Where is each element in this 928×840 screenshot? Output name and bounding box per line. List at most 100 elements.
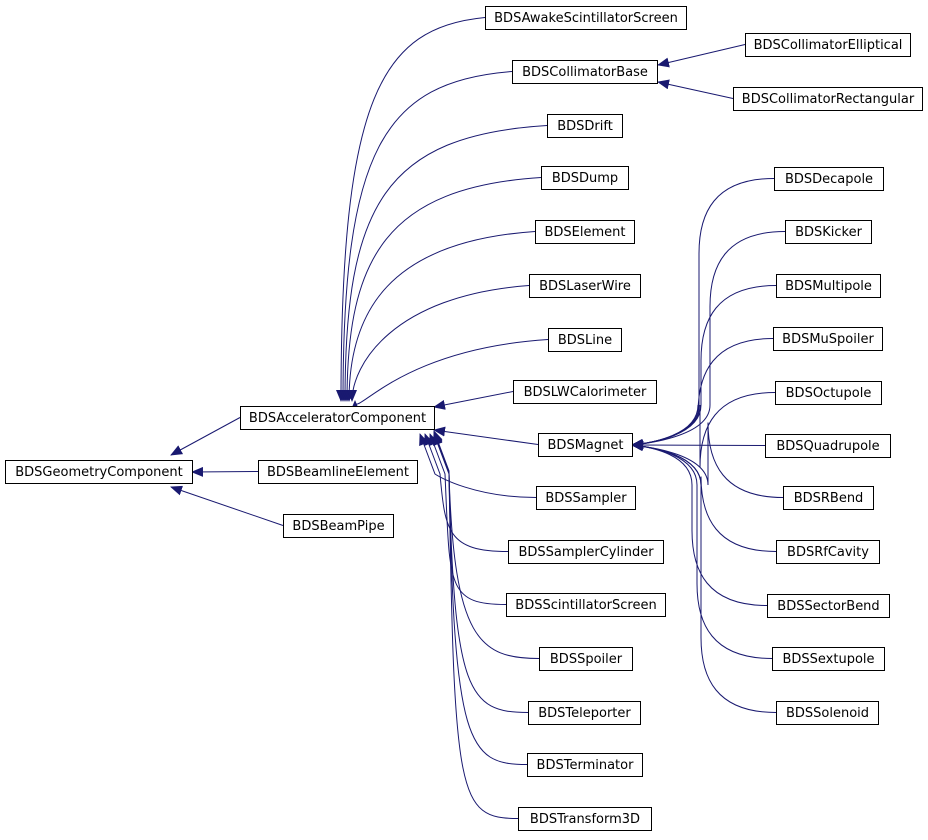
node-solenoid[interactable]: BDSSolenoid bbox=[776, 701, 879, 725]
edge-magnet-to-accelerator bbox=[433, 426, 539, 445]
node-label-sampler: BDSSampler bbox=[545, 491, 627, 506]
node-label-geometry: BDSGeometryComponent bbox=[15, 465, 182, 480]
node-element[interactable]: BDSElement bbox=[535, 220, 635, 244]
node-box-quadrupole bbox=[765, 434, 891, 458]
node-box-terminator bbox=[527, 753, 643, 777]
node-box-collimatorBase bbox=[512, 60, 658, 84]
node-box-collEll bbox=[745, 33, 911, 57]
node-samplerCyl[interactable]: BDSSamplerCylinder bbox=[508, 540, 664, 564]
edge-sampler-to-accelerator bbox=[419, 433, 537, 498]
node-spoiler[interactable]: BDSSpoiler bbox=[539, 647, 633, 671]
node-label-sectorbend: BDSSectorBend bbox=[777, 599, 879, 614]
node-label-accelerator: BDSAcceleratorComponent bbox=[249, 411, 426, 426]
node-sampler[interactable]: BDSSampler bbox=[536, 486, 636, 510]
node-label-spoiler: BDSSpoiler bbox=[550, 652, 623, 667]
node-box-samplerCyl bbox=[508, 540, 664, 564]
node-box-rfcavity bbox=[776, 540, 880, 564]
node-laserWire[interactable]: BDSLaserWire bbox=[529, 274, 641, 298]
node-label-multipole: BDSMultipole bbox=[785, 279, 872, 294]
node-box-spoiler bbox=[539, 647, 633, 671]
node-label-samplerCyl: BDSSamplerCylinder bbox=[518, 545, 654, 560]
node-terminator[interactable]: BDSTerminator bbox=[527, 753, 643, 777]
node-sextupole[interactable]: BDSSextupole bbox=[772, 647, 885, 671]
node-collimatorBase[interactable]: BDSCollimatorBase bbox=[512, 60, 658, 84]
edge-transform-to-accelerator bbox=[433, 430, 519, 819]
node-lwcal[interactable]: BDSLWCalorimeter bbox=[513, 380, 657, 404]
node-label-collimatorBase: BDSCollimatorBase bbox=[522, 65, 648, 80]
node-octupole[interactable]: BDSOctupole bbox=[775, 381, 882, 405]
node-label-laserWire: BDSLaserWire bbox=[539, 279, 631, 294]
node-multipole[interactable]: BDSMultipole bbox=[776, 274, 881, 298]
node-magnet[interactable]: BDSMagnet bbox=[538, 433, 633, 457]
edge-lwcal-to-accelerator bbox=[433, 391, 514, 410]
node-label-rbend: BDSRBend bbox=[794, 491, 864, 506]
node-dump[interactable]: BDSDump bbox=[541, 166, 629, 190]
node-accelerator[interactable]: BDSAcceleratorComponent bbox=[240, 406, 435, 430]
edge-decapole-to-magnet bbox=[631, 178, 775, 449]
node-box-awake bbox=[485, 6, 687, 30]
node-beamPipe[interactable]: BDSBeamPipe bbox=[283, 514, 394, 538]
node-label-drift: BDSDrift bbox=[557, 119, 613, 134]
node-box-muspoiler bbox=[773, 327, 883, 351]
node-box-multipole bbox=[776, 274, 881, 298]
edge-teleporter-to-accelerator bbox=[433, 432, 529, 713]
node-label-terminator: BDSTerminator bbox=[537, 758, 635, 773]
edge-samplerCyl-to-accelerator bbox=[424, 433, 509, 552]
edge-quadrupole-to-magnet bbox=[631, 440, 766, 451]
node-label-collEll: BDSCollimatorElliptical bbox=[754, 38, 903, 53]
node-collRect[interactable]: BDSCollimatorRectangular bbox=[733, 87, 923, 111]
node-rfcavity[interactable]: BDSRfCavity bbox=[776, 540, 880, 564]
node-box-laserWire bbox=[529, 274, 641, 298]
edge-solenoid-to-magnet bbox=[631, 441, 777, 713]
node-label-collRect: BDSCollimatorRectangular bbox=[742, 92, 915, 107]
node-box-magnet bbox=[538, 433, 633, 457]
node-box-scintScreen bbox=[506, 593, 666, 617]
node-sectorbend[interactable]: BDSSectorBend bbox=[767, 594, 890, 618]
node-label-beamlineElement: BDSBeamlineElement bbox=[267, 465, 409, 480]
node-awake[interactable]: BDSAwakeScintillatorScreen bbox=[485, 6, 687, 30]
edge-beamPipe-to-geometry bbox=[170, 485, 284, 526]
edge-collRect-to-collimatorBase bbox=[657, 79, 734, 99]
edge-line-to-accelerator bbox=[350, 339, 549, 413]
node-label-solenoid: BDSSolenoid bbox=[786, 706, 869, 721]
node-label-awake: BDSAwakeScintillatorScreen bbox=[494, 11, 678, 26]
node-label-beamPipe: BDSBeamPipe bbox=[292, 519, 384, 534]
node-label-teleporter: BDSTeleporter bbox=[538, 706, 631, 721]
node-beamlineElement[interactable]: BDSBeamlineElement bbox=[258, 460, 418, 484]
node-kicker[interactable]: BDSKicker bbox=[785, 220, 872, 244]
edge-rbend-to-magnet bbox=[631, 422, 784, 498]
node-box-dump bbox=[541, 166, 629, 190]
edge-awake-to-accelerator bbox=[336, 17, 486, 402]
node-box-collRect bbox=[733, 87, 923, 111]
node-muspoiler[interactable]: BDSMuSpoiler bbox=[773, 327, 883, 351]
node-box-lwcal bbox=[513, 380, 657, 404]
node-box-geometry bbox=[5, 460, 193, 484]
node-transform[interactable]: BDSTransform3D bbox=[518, 807, 652, 831]
edge-sectorbend-to-magnet bbox=[631, 441, 768, 606]
node-decapole[interactable]: BDSDecapole bbox=[774, 167, 884, 191]
node-rbend[interactable]: BDSRBend bbox=[783, 486, 874, 510]
node-box-beamPipe bbox=[283, 514, 394, 538]
node-quadrupole[interactable]: BDSQuadrupole bbox=[765, 434, 891, 458]
node-label-quadrupole: BDSQuadrupole bbox=[776, 439, 879, 454]
edge-laserWire-to-accelerator bbox=[347, 285, 530, 402]
node-box-drift bbox=[547, 114, 623, 138]
node-box-rbend bbox=[783, 486, 874, 510]
edge-kicker-to-magnet bbox=[631, 231, 786, 449]
edge-rfcavity-to-magnet bbox=[631, 441, 777, 552]
node-geometry[interactable]: BDSGeometryComponent bbox=[5, 460, 193, 484]
node-drift[interactable]: BDSDrift bbox=[547, 114, 623, 138]
edge-dump-to-accelerator bbox=[342, 177, 542, 402]
node-box-sampler bbox=[536, 486, 636, 510]
node-line[interactable]: BDSLine bbox=[548, 328, 622, 352]
edge-scintScreen-to-accelerator bbox=[429, 433, 507, 605]
node-scintScreen[interactable]: BDSScintillatorScreen bbox=[506, 593, 666, 617]
node-box-kicker bbox=[785, 220, 872, 244]
node-label-element: BDSElement bbox=[544, 225, 625, 240]
edge-spoiler-to-accelerator bbox=[433, 433, 540, 659]
node-box-decapole bbox=[774, 167, 884, 191]
edge-accelerator-to-geometry bbox=[170, 417, 241, 456]
node-collEll[interactable]: BDSCollimatorElliptical bbox=[745, 33, 911, 57]
node-teleporter[interactable]: BDSTeleporter bbox=[528, 701, 641, 725]
